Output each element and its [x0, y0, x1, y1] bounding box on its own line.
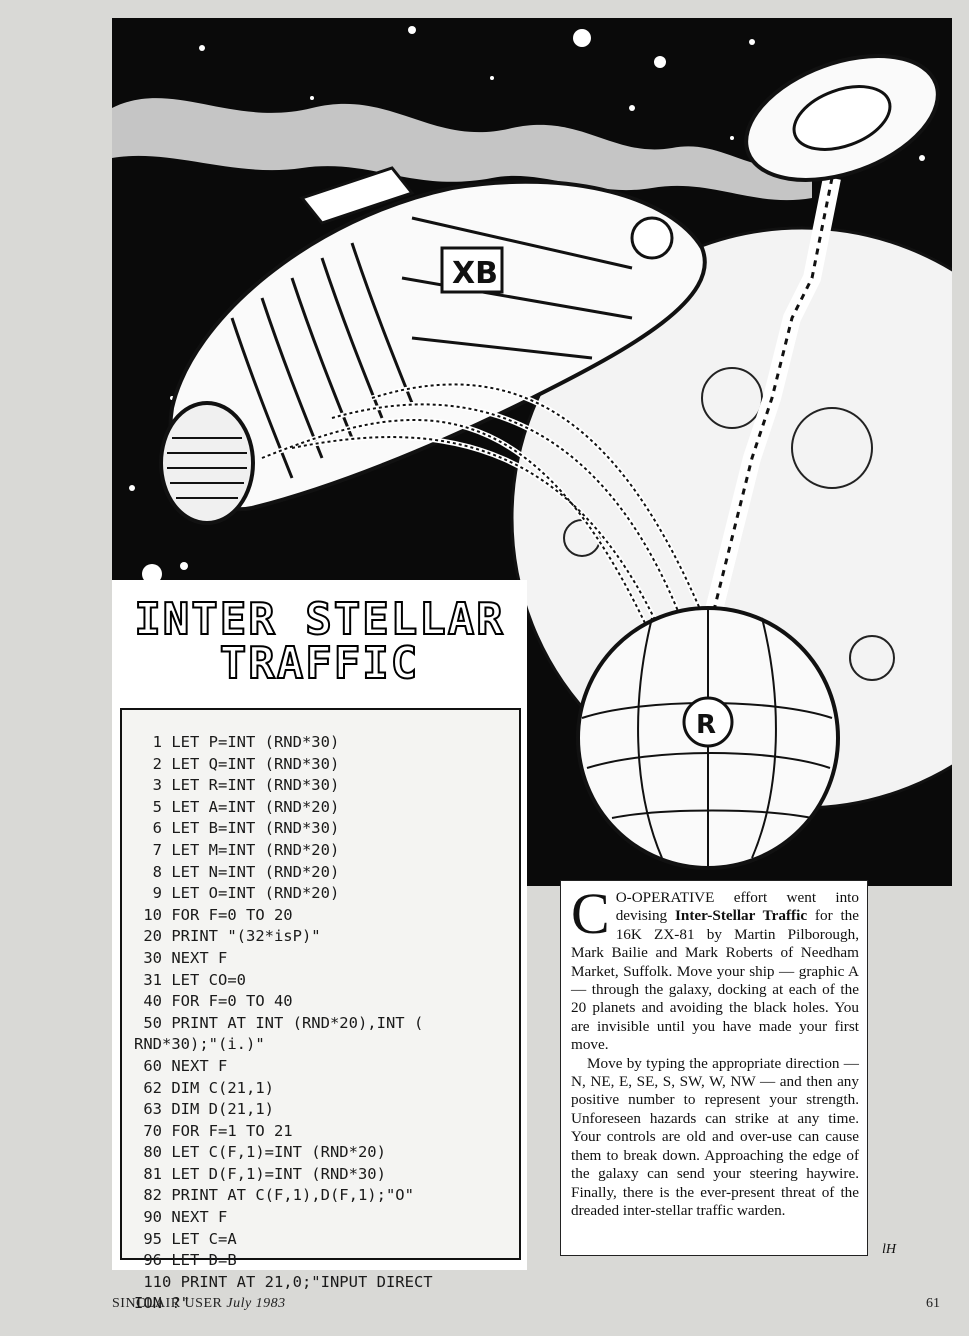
- code-line: 9 LET O=INT (RND*20): [134, 884, 340, 903]
- title-panel: INTER STELLAR TRAFFIC: [112, 580, 527, 700]
- code-line: 2 LET Q=INT (RND*30): [134, 754, 340, 773]
- code-line: ION ?": [134, 1294, 190, 1313]
- code-line: 70 FOR F=1 TO 21: [134, 1121, 293, 1140]
- title-line-1: INTER STELLAR: [133, 593, 505, 646]
- code-line: 30 NEXT F: [134, 948, 228, 967]
- page-number: 61: [926, 1296, 940, 1311]
- code-line: 6 LET B=INT (RND*30): [134, 819, 340, 838]
- footer-publication: SINCLAIR USER July 1983: [112, 1296, 286, 1312]
- upper-station: [744, 54, 940, 182]
- code-line: 10 FOR F=0 TO 20: [134, 905, 293, 924]
- illustration-svg: XB: [112, 26, 952, 870]
- code-line: 3 LET R=INT (RND*30): [134, 776, 340, 795]
- code-line: 20 PRINT "(32*isP)": [134, 927, 321, 946]
- code-line: 82 PRINT AT C(F,1),D(F,1);"O": [134, 1186, 414, 1205]
- code-line: RND*30);"(i.)": [134, 1035, 265, 1054]
- drop-cap: C: [571, 881, 610, 946]
- code-listing-frame: 1 LET P=INT (RND*30) 2 LET Q=INT (RND*30…: [120, 708, 521, 1312]
- program-title: Inter-Stellar Traffic: [674, 907, 808, 925]
- code-listing: 1 LET P=INT (RND*30) 2 LET Q=INT (RND*30…: [134, 732, 433, 1315]
- title-line-2: TRAFFIC: [219, 637, 420, 690]
- sphere-station: R: [576, 606, 840, 870]
- code-line: 50 PRINT AT INT (RND*20),INT (: [134, 1013, 424, 1032]
- code-line: 5 LET A=INT (RND*20): [134, 797, 340, 816]
- code-line: 1 LET P=INT (RND*30): [134, 733, 340, 751]
- code-line: 95 LET C=A: [134, 1229, 237, 1248]
- code-line: 31 LET CO=0: [134, 970, 246, 989]
- station-badge: R: [696, 710, 716, 740]
- artist-signature: lH: [882, 1242, 896, 1257]
- code-line: 8 LET N=INT (RND*20): [134, 862, 340, 881]
- para1-tail: for the 16K ZX-81 by Martin Pilborough, …: [571, 907, 860, 1054]
- publication-name: SINCLAIR USER: [112, 1296, 223, 1311]
- para1-rest: O-OPERATIVE effort went into devising: [615, 889, 859, 925]
- stars: [129, 26, 925, 584]
- code-line: 62 DIM C(21,1): [134, 1078, 274, 1097]
- code-line: 60 NEXT F: [134, 1056, 228, 1075]
- code-line: 40 FOR F=0 TO 40: [134, 992, 293, 1011]
- ship-badge: XB: [452, 256, 498, 291]
- code-line: 80 LET C(F,1)=INT (RND*20): [134, 1143, 386, 1162]
- code-line: 81 LET D(F,1)=INT (RND*30): [134, 1164, 386, 1183]
- nebula: [112, 98, 812, 201]
- article-paragraph-2: Move by typing the appropriate direction…: [571, 1054, 859, 1219]
- issue-date: July 1983: [226, 1296, 286, 1311]
- code-line: 96 LET D=B: [134, 1251, 237, 1270]
- code-panel: 1 LET P=INT (RND*30) 2 LET Q=INT (RND*30…: [112, 700, 527, 1312]
- spaceship: XB: [159, 166, 707, 525]
- code-line: 63 DIM D(21,1): [134, 1100, 274, 1119]
- code-line: 7 LET M=INT (RND*20): [134, 840, 340, 859]
- code-line: 90 NEXT F: [134, 1208, 228, 1227]
- code-line: 110 PRINT AT 21,0;"INPUT DIRECT: [134, 1272, 433, 1291]
